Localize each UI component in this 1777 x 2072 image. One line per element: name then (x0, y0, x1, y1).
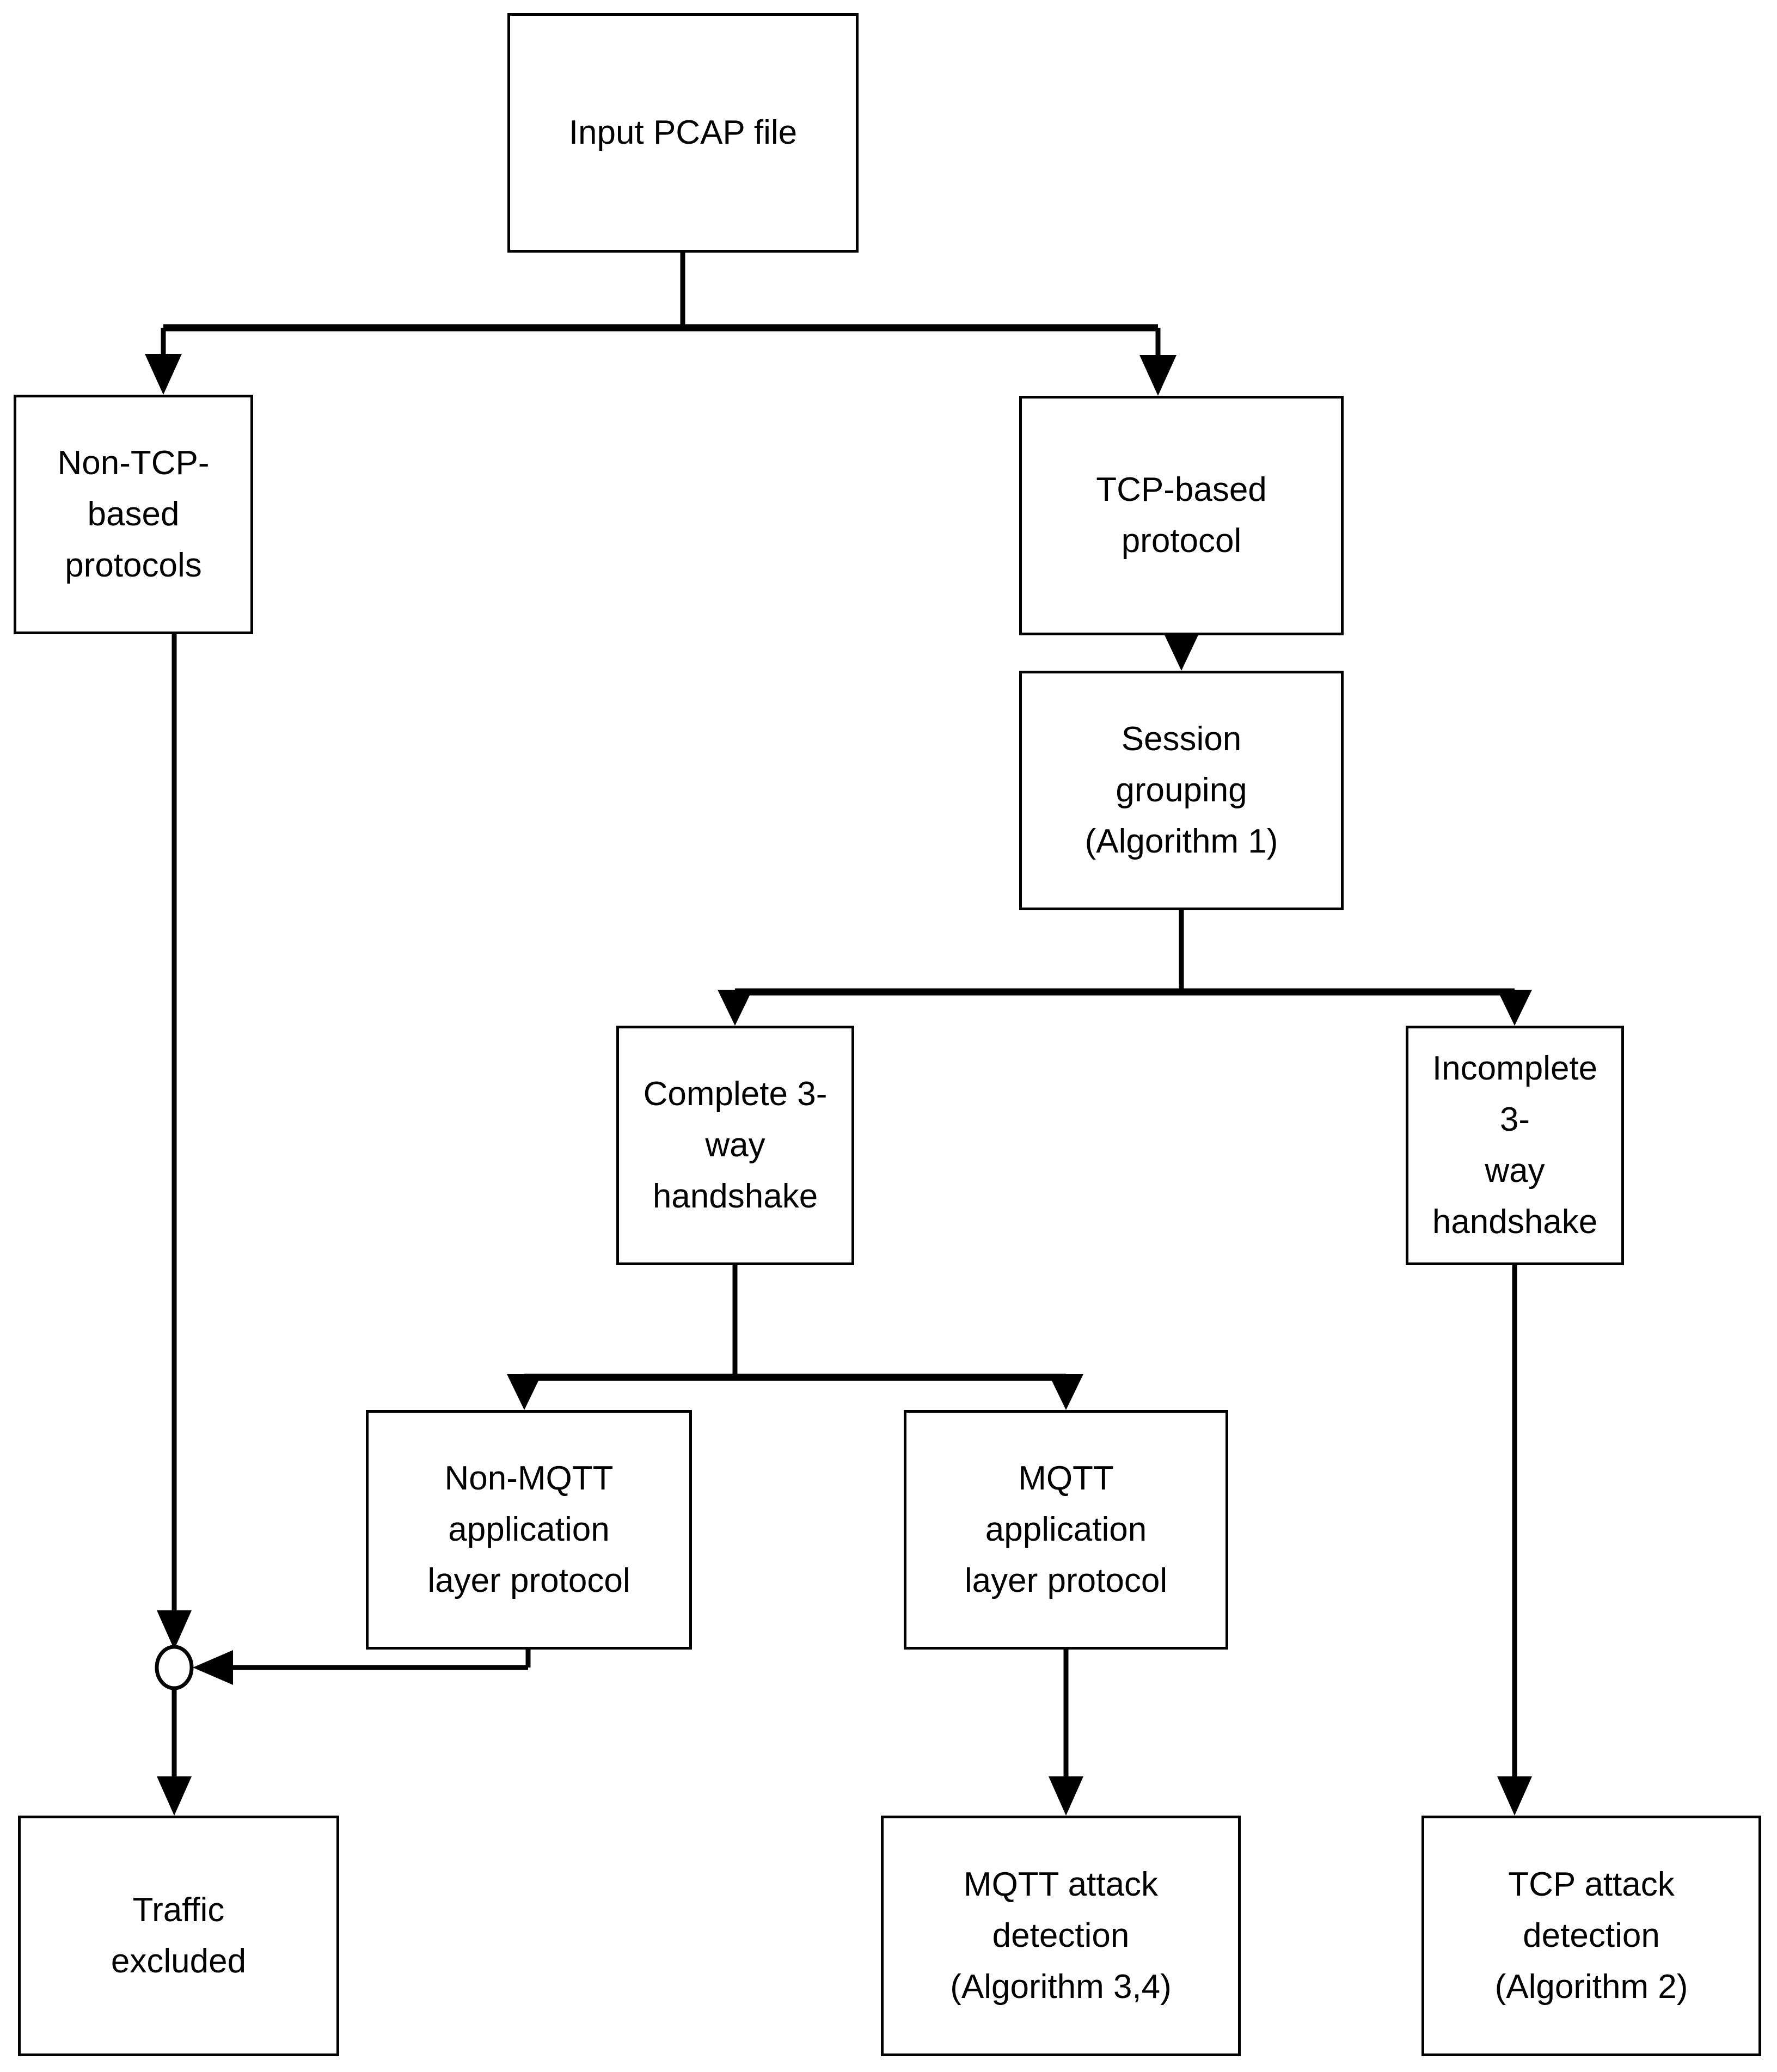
merge-junction-circle (155, 1645, 194, 1690)
node-label-complete-handshake: Complete 3- way handshake (643, 1075, 828, 1216)
arrow-head-mqtt-attack (1049, 1776, 1083, 1816)
node-incomplete-handshake[interactable]: Incomplete 3- way handshake (1406, 1026, 1624, 1265)
node-mqtt-application[interactable]: MQTT application layer protocol (904, 1410, 1228, 1650)
node-session-grouping[interactable]: Session grouping (Algorithm 1) (1019, 671, 1344, 910)
node-label-tcp-attack-detection: TCP attack detection (Algorithm 2) (1494, 1865, 1688, 2006)
arrow-head-session (1163, 632, 1200, 671)
node-complete-handshake[interactable]: Complete 3- way handshake (616, 1026, 854, 1265)
node-tcp-attack-detection[interactable]: TCP attack detection (Algorithm 2) (1421, 1816, 1761, 2056)
node-label-non-mqtt-application: Non-MQTT application layer protocol (427, 1459, 630, 1600)
arrow-head-nonmqtt (507, 1374, 542, 1410)
arrow-head-merge-top (157, 1610, 192, 1650)
arrow-head-tcpbased (1139, 355, 1177, 396)
node-non-tcp-protocols[interactable]: Non-TCP-based protocols (14, 395, 253, 634)
node-tcp-based-protocol[interactable]: TCP-based protocol (1019, 396, 1344, 635)
node-label-tcp-based-protocol: TCP-based protocol (1096, 470, 1267, 560)
node-label-session-grouping: Session grouping (Algorithm 1) (1084, 720, 1278, 861)
node-label-incomplete-handshake: Incomplete 3- way handshake (1432, 1049, 1598, 1241)
node-label-mqtt-attack-detection: MQTT attack detection (Algorithm 3,4) (950, 1865, 1172, 2006)
node-label-non-tcp-protocols: Non-TCP-based protocols (57, 444, 210, 585)
node-mqtt-attack-detection[interactable]: MQTT attack detection (Algorithm 3,4) (881, 1816, 1241, 2056)
node-label-traffic-excluded: Traffic excluded (111, 1891, 247, 1980)
arrow-head-nontcp (145, 354, 182, 395)
node-label-input-pcap: Input PCAP file (568, 113, 798, 151)
node-input-pcap[interactable]: Input PCAP file (507, 13, 859, 253)
node-non-mqtt-application[interactable]: Non-MQTT application layer protocol (366, 1410, 692, 1650)
arrow-head-mqtt (1049, 1374, 1083, 1410)
arrow-head-incomplete-handshake (1497, 990, 1532, 1026)
node-traffic-excluded[interactable]: Traffic excluded (18, 1816, 339, 2056)
arrow-head-traffic-excluded (157, 1776, 192, 1816)
node-label-mqtt-application: MQTT application layer protocol (964, 1459, 1168, 1600)
arrow-head-tcp-attack (1497, 1776, 1532, 1816)
arrow-head-merge-side (193, 1650, 233, 1685)
arrow-head-complete-handshake (718, 990, 752, 1026)
